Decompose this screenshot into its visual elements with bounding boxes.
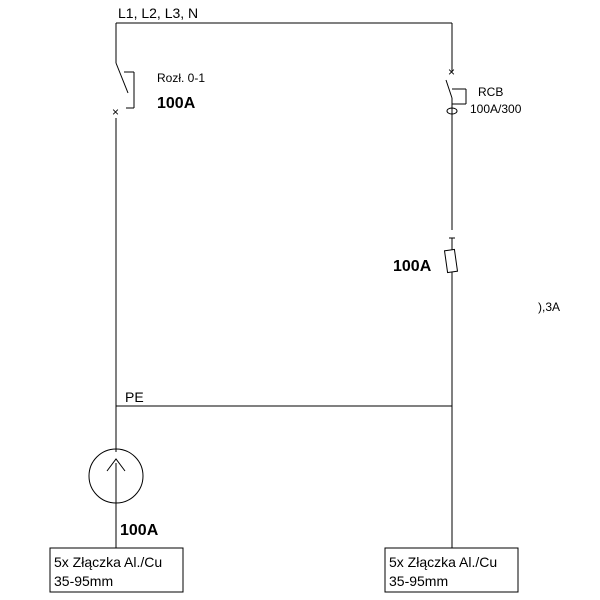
disconnector-terminal-mark: ×	[112, 105, 119, 119]
rcb-breaker: ×	[445, 65, 467, 118]
rcb-rating-suffix: /300	[498, 102, 522, 116]
supply-label: L1, L2, L3, N	[118, 5, 198, 21]
rcb-overflow-fragment: ),3A	[538, 300, 560, 314]
pe-label: PE	[125, 389, 144, 405]
connector-left-line2: 35-95mm	[54, 573, 113, 589]
connector-right-line1: 5x Złączka Al./Cu	[389, 554, 497, 570]
rcb-terminal-mark: ×	[448, 65, 455, 79]
disconnector-switch: ×	[112, 62, 135, 119]
fuse-rating: 100A	[393, 258, 432, 275]
connector-right-line2: 35-95mm	[389, 573, 448, 589]
meter-symbol	[88, 448, 144, 504]
disconnector-rating: 100A	[157, 95, 196, 112]
fuse	[443, 237, 459, 282]
connector-box-right: 5x Złączka Al./Cu 35-95mm	[384, 547, 519, 593]
disconnector-label: Rozł. 0-1	[157, 71, 205, 85]
connector-left-line1: 5x Złączka Al./Cu	[54, 554, 162, 570]
rcb-rating: 100A/300	[470, 102, 522, 116]
rcb-rating-prefix: 100A	[470, 102, 498, 116]
rcb-label: RCB	[478, 85, 503, 99]
connector-box-left: 5x Złączka Al./Cu 35-95mm	[49, 547, 184, 593]
supply-bus	[115, 22, 453, 72]
meter-rating: 100A	[120, 522, 159, 539]
